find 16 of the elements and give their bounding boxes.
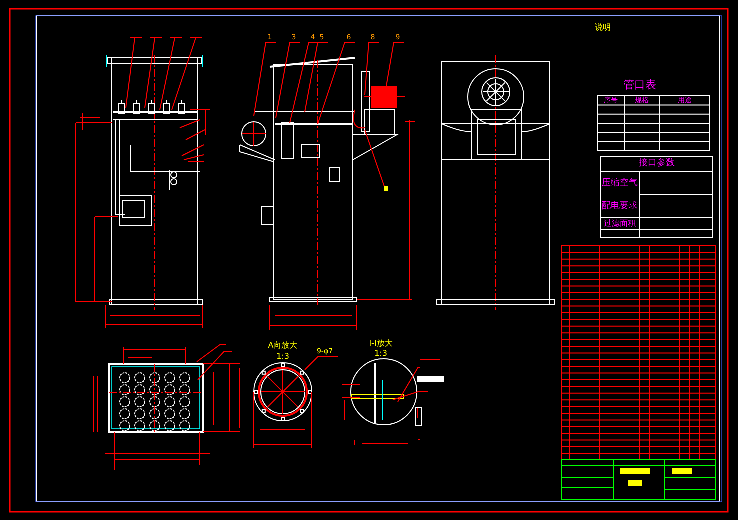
leader-line (318, 42, 356, 124)
scale-text: 1:3 (276, 353, 290, 361)
row-heading: 压缩空气 (602, 180, 638, 188)
scale-text: 1:3 (374, 350, 388, 358)
table-title: 接口参数 (639, 160, 675, 168)
leader-line (364, 42, 380, 96)
view-title: I-I放大 (369, 340, 393, 348)
table-title: 管口表 (624, 80, 656, 90)
leader-line (276, 42, 300, 118)
leader-line (304, 42, 328, 112)
notes-heading: 说明 (595, 24, 611, 32)
row-heading: 过滤面积 (604, 220, 636, 228)
view-title: A向放大 (268, 342, 298, 350)
leader-line (290, 42, 320, 124)
leader-line (254, 42, 276, 116)
row-heading: 配电要求 (602, 202, 638, 212)
